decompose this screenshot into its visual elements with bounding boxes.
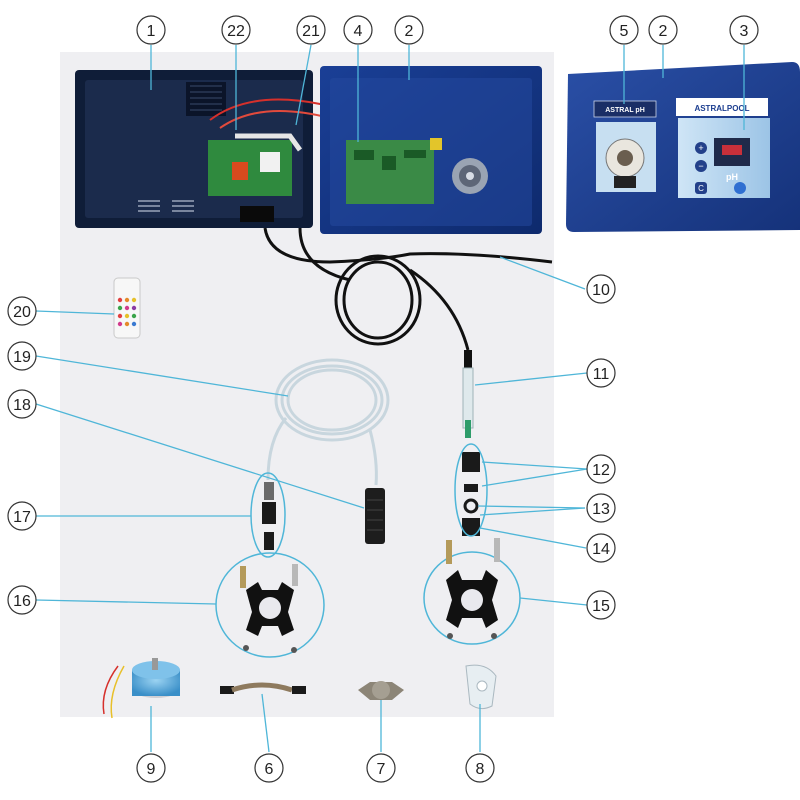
brand-left-plate xyxy=(593,100,657,118)
callout-12: 12 xyxy=(592,462,610,479)
part-10-cable xyxy=(263,227,553,351)
callout-4: 4 xyxy=(354,23,363,40)
callout-15: 15 xyxy=(592,598,610,615)
callout-6: 6 xyxy=(265,761,274,778)
part-11-probe xyxy=(462,350,474,438)
part-7-rotor xyxy=(358,681,404,700)
callout-numbers: 1 22 21 4 2 5 2 3 10 20 19 18 11 12 13 1… xyxy=(13,23,748,778)
callout-10: 10 xyxy=(592,282,610,299)
callout-2b: 2 xyxy=(659,23,668,40)
callout-22: 22 xyxy=(227,23,245,40)
part-9-motor xyxy=(102,658,180,719)
callout-9: 9 xyxy=(147,761,156,778)
callout-2: 2 xyxy=(405,23,414,40)
part-17-fittings xyxy=(250,472,286,558)
callout-8: 8 xyxy=(476,761,485,778)
minus-label: − xyxy=(698,161,703,171)
callout-5: 5 xyxy=(620,23,629,40)
part-15-pump-head xyxy=(423,538,521,645)
part-6-pump-tube xyxy=(220,682,306,694)
callout-circles xyxy=(7,15,759,783)
part-8-gasket xyxy=(465,664,497,710)
part-16-pump-head xyxy=(215,552,325,658)
callout-18: 18 xyxy=(13,397,31,414)
display-label: pH xyxy=(726,172,738,182)
callout-1: 1 xyxy=(147,23,156,40)
callout-20: 20 xyxy=(13,304,31,321)
callout-13: 13 xyxy=(592,501,610,518)
callout-3: 3 xyxy=(740,23,749,40)
callout-17: 17 xyxy=(13,509,31,526)
callout-19: 19 xyxy=(13,349,31,366)
front-panel: ASTRAL pH ASTRALPOOL pH + − C xyxy=(566,62,800,232)
part-20-test-kit xyxy=(113,277,141,339)
part-18-foot-filter xyxy=(365,488,385,544)
c-button[interactable] xyxy=(695,182,707,194)
brand-left-label: ASTRAL pH xyxy=(605,107,645,114)
callout-7: 7 xyxy=(377,761,386,778)
brand-right-plate xyxy=(676,98,768,116)
brand-right-label: ASTRALPOOL xyxy=(694,104,749,113)
part-2-front-housing xyxy=(320,66,542,234)
plus-label: + xyxy=(698,143,703,153)
callout-16: 16 xyxy=(13,593,31,610)
callout-11: 11 xyxy=(593,366,610,383)
part-12-14-fittings xyxy=(454,443,488,537)
c-label: C xyxy=(698,184,704,193)
callout-21: 21 xyxy=(302,23,320,40)
plus-button[interactable] xyxy=(695,142,707,154)
part-1-back-housing xyxy=(75,70,446,228)
info-icon xyxy=(734,182,746,194)
callout-14: 14 xyxy=(592,541,610,558)
minus-button[interactable] xyxy=(695,160,707,172)
part-4-control-board xyxy=(346,140,434,204)
leader-lines xyxy=(35,44,745,753)
